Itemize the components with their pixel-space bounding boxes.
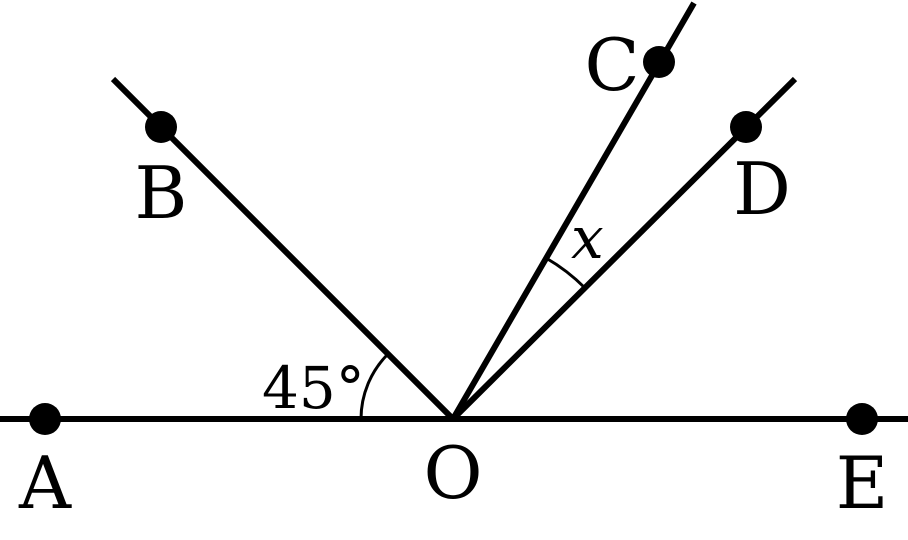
- point-B: [145, 111, 177, 143]
- label-D: D: [733, 147, 791, 231]
- label-C: C: [584, 23, 639, 107]
- label-O: O: [423, 431, 482, 515]
- point-E: [846, 403, 878, 435]
- angle-label-45: 45°: [262, 354, 365, 422]
- point-D: [730, 111, 762, 143]
- label-A: A: [18, 441, 72, 525]
- angle-arc-x: [545, 256, 587, 290]
- point-A: [29, 403, 61, 435]
- label-E: E: [836, 441, 889, 525]
- point-C: [643, 46, 675, 78]
- angle-label-x: x: [571, 204, 604, 272]
- label-B: B: [135, 151, 188, 235]
- angle-arc-45: [359, 352, 390, 420]
